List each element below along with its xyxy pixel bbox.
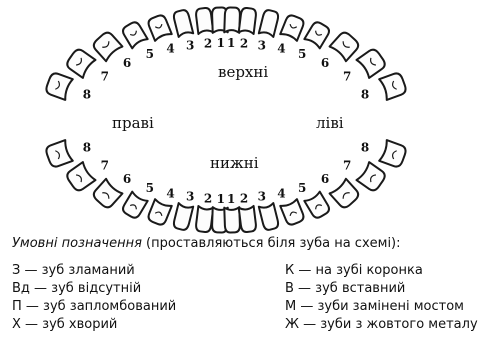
lower-tooth-1 bbox=[45, 140, 73, 168]
lower-tooth-5 bbox=[147, 199, 172, 226]
lower-tooth-number-5: 4 bbox=[166, 186, 174, 200]
legend-item-missing: Вд — зуб відсутній bbox=[12, 280, 176, 298]
lower-tooth-12 bbox=[280, 199, 305, 226]
upper-tooth-12 bbox=[280, 14, 305, 41]
legend-item-bridge: М — зуби замінені мостом bbox=[285, 298, 478, 316]
upper-tooth-3 bbox=[91, 30, 122, 61]
lower-tooth-number-4: 5 bbox=[146, 181, 154, 195]
upper-tooth-number-13: 5 bbox=[298, 47, 306, 61]
lower-tooth-number-8: 1 bbox=[217, 192, 225, 206]
upper-tooth-10 bbox=[239, 7, 257, 34]
lower-tooth-number-6: 3 bbox=[186, 190, 194, 204]
upper-jaw-label: верхні bbox=[218, 63, 268, 81]
teeth-group bbox=[45, 7, 408, 232]
upper-tooth-number-14: 6 bbox=[321, 56, 329, 70]
upper-tooth-11 bbox=[259, 9, 280, 37]
lower-tooth-10 bbox=[239, 206, 257, 233]
lower-tooth-number-14: 6 bbox=[321, 172, 329, 186]
legend-item-inserted: В — зуб вставний bbox=[285, 280, 478, 298]
upper-tooth-13 bbox=[304, 20, 331, 48]
upper-tooth-number-1: 8 bbox=[83, 87, 91, 101]
lower-jaw-label: нижні bbox=[210, 154, 259, 172]
lower-tooth-15 bbox=[356, 162, 387, 193]
upper-tooth-number-10: 2 bbox=[240, 37, 248, 51]
upper-tooth-4 bbox=[121, 20, 148, 48]
right-side-label: праві bbox=[112, 114, 154, 132]
upper-tooth-number-12: 4 bbox=[277, 42, 285, 56]
upper-tooth-number-9: 1 bbox=[227, 36, 235, 50]
upper-tooth-14 bbox=[330, 30, 361, 61]
upper-tooth-5 bbox=[147, 14, 172, 41]
upper-tooth-7 bbox=[195, 7, 213, 34]
upper-tooth-15 bbox=[356, 47, 387, 78]
upper-tooth-number-15: 7 bbox=[343, 69, 351, 83]
upper-tooth-number-7: 2 bbox=[204, 37, 212, 51]
lower-tooth-9 bbox=[224, 207, 240, 233]
lower-tooth-number-2: 7 bbox=[101, 159, 109, 173]
upper-tooth-number-4: 5 bbox=[146, 47, 154, 61]
upper-tooth-number-3: 6 bbox=[123, 56, 131, 70]
lower-tooth-number-3: 6 bbox=[123, 172, 131, 186]
lower-tooth-number-7: 2 bbox=[204, 191, 212, 205]
lower-tooth-11 bbox=[259, 203, 280, 231]
legend-left-column: З — зуб зламаний Вд — зуб відсутній П — … bbox=[12, 262, 176, 334]
lower-tooth-16 bbox=[379, 140, 407, 168]
legend-item-broken: З — зуб зламаний bbox=[12, 262, 176, 280]
upper-tooth-number-11: 3 bbox=[258, 38, 266, 52]
upper-tooth-2 bbox=[65, 47, 96, 78]
legend-title: Умовні позначення (проставляються біля з… bbox=[12, 236, 401, 251]
lower-tooth-number-16: 8 bbox=[361, 141, 369, 155]
legend-title-rest: (проставляються біля зуба на схемі): bbox=[142, 236, 401, 251]
lower-tooth-number-10: 2 bbox=[240, 191, 248, 205]
lower-tooth-7 bbox=[195, 206, 213, 233]
legend-item-filled: П — зуб запломбований bbox=[12, 298, 176, 316]
lower-tooth-number-9: 1 bbox=[227, 192, 235, 206]
lower-tooth-number-1: 8 bbox=[83, 141, 91, 155]
left-side-label: ліві bbox=[316, 114, 344, 132]
lower-tooth-13 bbox=[304, 192, 331, 220]
legend-item-yellow-metal: Ж — зуби з жовтого металу bbox=[285, 316, 478, 334]
lower-tooth-6 bbox=[173, 203, 194, 231]
upper-tooth-number-5: 4 bbox=[166, 42, 174, 56]
lower-tooth-number-11: 3 bbox=[258, 190, 266, 204]
lower-tooth-number-15: 7 bbox=[343, 159, 351, 173]
upper-tooth-16 bbox=[379, 72, 407, 100]
upper-tooth-6 bbox=[173, 9, 194, 37]
lower-tooth-number-12: 4 bbox=[277, 186, 285, 200]
upper-tooth-number-16: 8 bbox=[361, 87, 369, 101]
legend-right-column: К — на зубі коронка В — зуб вставний М —… bbox=[285, 262, 478, 334]
legend-title-italic: Умовні позначення bbox=[12, 236, 142, 251]
lower-tooth-number-13: 5 bbox=[298, 181, 306, 195]
legend-item-diseased: Х — зуб хворий bbox=[12, 316, 176, 334]
upper-tooth-1 bbox=[45, 72, 73, 100]
legend-item-crown: К — на зубі коронка bbox=[285, 262, 478, 280]
lower-tooth-2 bbox=[65, 162, 96, 193]
upper-tooth-number-8: 1 bbox=[217, 36, 225, 50]
upper-tooth-number-6: 3 bbox=[186, 38, 194, 52]
lower-tooth-4 bbox=[121, 192, 148, 220]
lower-tooth-14 bbox=[330, 179, 361, 210]
upper-tooth-9 bbox=[224, 7, 240, 33]
lower-tooth-3 bbox=[91, 179, 122, 210]
upper-tooth-number-2: 7 bbox=[101, 69, 109, 83]
